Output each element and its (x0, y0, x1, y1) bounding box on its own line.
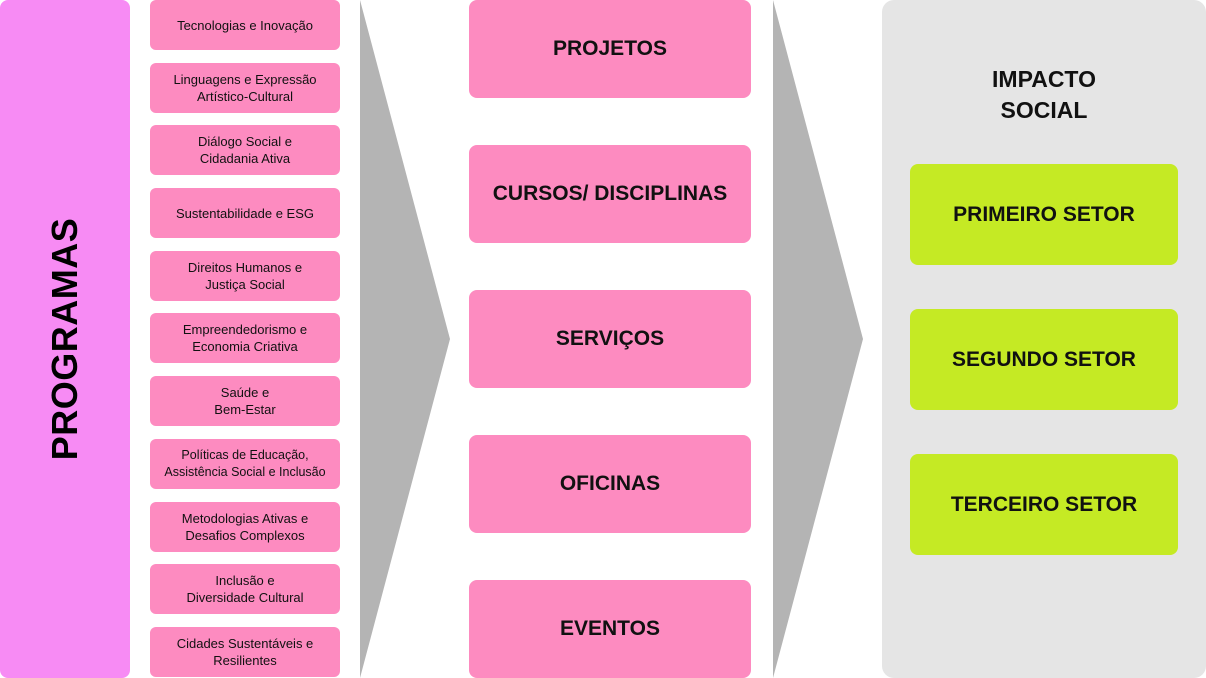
program-item-metodologias-ativas: Metodologias Ativas e Desafios Complexos (150, 502, 340, 552)
programas-label: PROGRAMAS (44, 217, 85, 461)
impact-title-line1: IMPACTO (992, 66, 1096, 92)
output-item-projetos: PROJETOS (469, 0, 751, 98)
program-item-direitos-humanos: Direitos Humanos e Justiça Social (150, 251, 340, 301)
sector-item-primeiro-setor: PRIMEIRO SETOR (910, 164, 1178, 265)
program-item-linguagens-expressao: Linguagens e Expressão Artístico-Cultura… (150, 63, 340, 113)
impact-title: IMPACTO SOCIAL (882, 64, 1206, 126)
output-item-oficinas: OFICINAS (469, 435, 751, 533)
flow-arrow-1 (360, 0, 450, 678)
program-item-inclusao-diversidade: Inclusão e Diversidade Cultural (150, 564, 340, 614)
program-item-empreendedorismo: Empreendedorismo e Economia Criativa (150, 313, 340, 363)
output-item-servicos: SERVIÇOS (469, 290, 751, 388)
program-item-politicas-educacao: Políticas de Educação, Assistência Socia… (150, 439, 340, 489)
program-item-tecnologias-inovacao: Tecnologias e Inovação (150, 0, 340, 50)
program-item-dialogo-social: Diálogo Social e Cidadania Ativa (150, 125, 340, 175)
program-list: Tecnologias e Inovação Linguagens e Expr… (150, 0, 340, 678)
output-item-cursos-disciplinas: CURSOS/ DISCIPLINAS (469, 145, 751, 243)
impact-title-line2: SOCIAL (1000, 97, 1088, 123)
sector-item-segundo-setor: SEGUNDO SETOR (910, 309, 1178, 410)
program-item-cidades-sustentaveis: Cidades Sustentáveis e Resilientes (150, 627, 340, 677)
program-item-sustentabilidade-esg: Sustentabilidade e ESG (150, 188, 340, 238)
programas-bar: PROGRAMAS (0, 0, 130, 678)
flow-arrow-2 (773, 0, 863, 678)
program-item-saude-bem-estar: Saúde e Bem-Estar (150, 376, 340, 426)
impact-panel: IMPACTO SOCIAL PRIMEIRO SETOR SEGUNDO SE… (882, 0, 1206, 678)
sector-item-terceiro-setor: TERCEIRO SETOR (910, 454, 1178, 555)
output-item-eventos: EVENTOS (469, 580, 751, 678)
